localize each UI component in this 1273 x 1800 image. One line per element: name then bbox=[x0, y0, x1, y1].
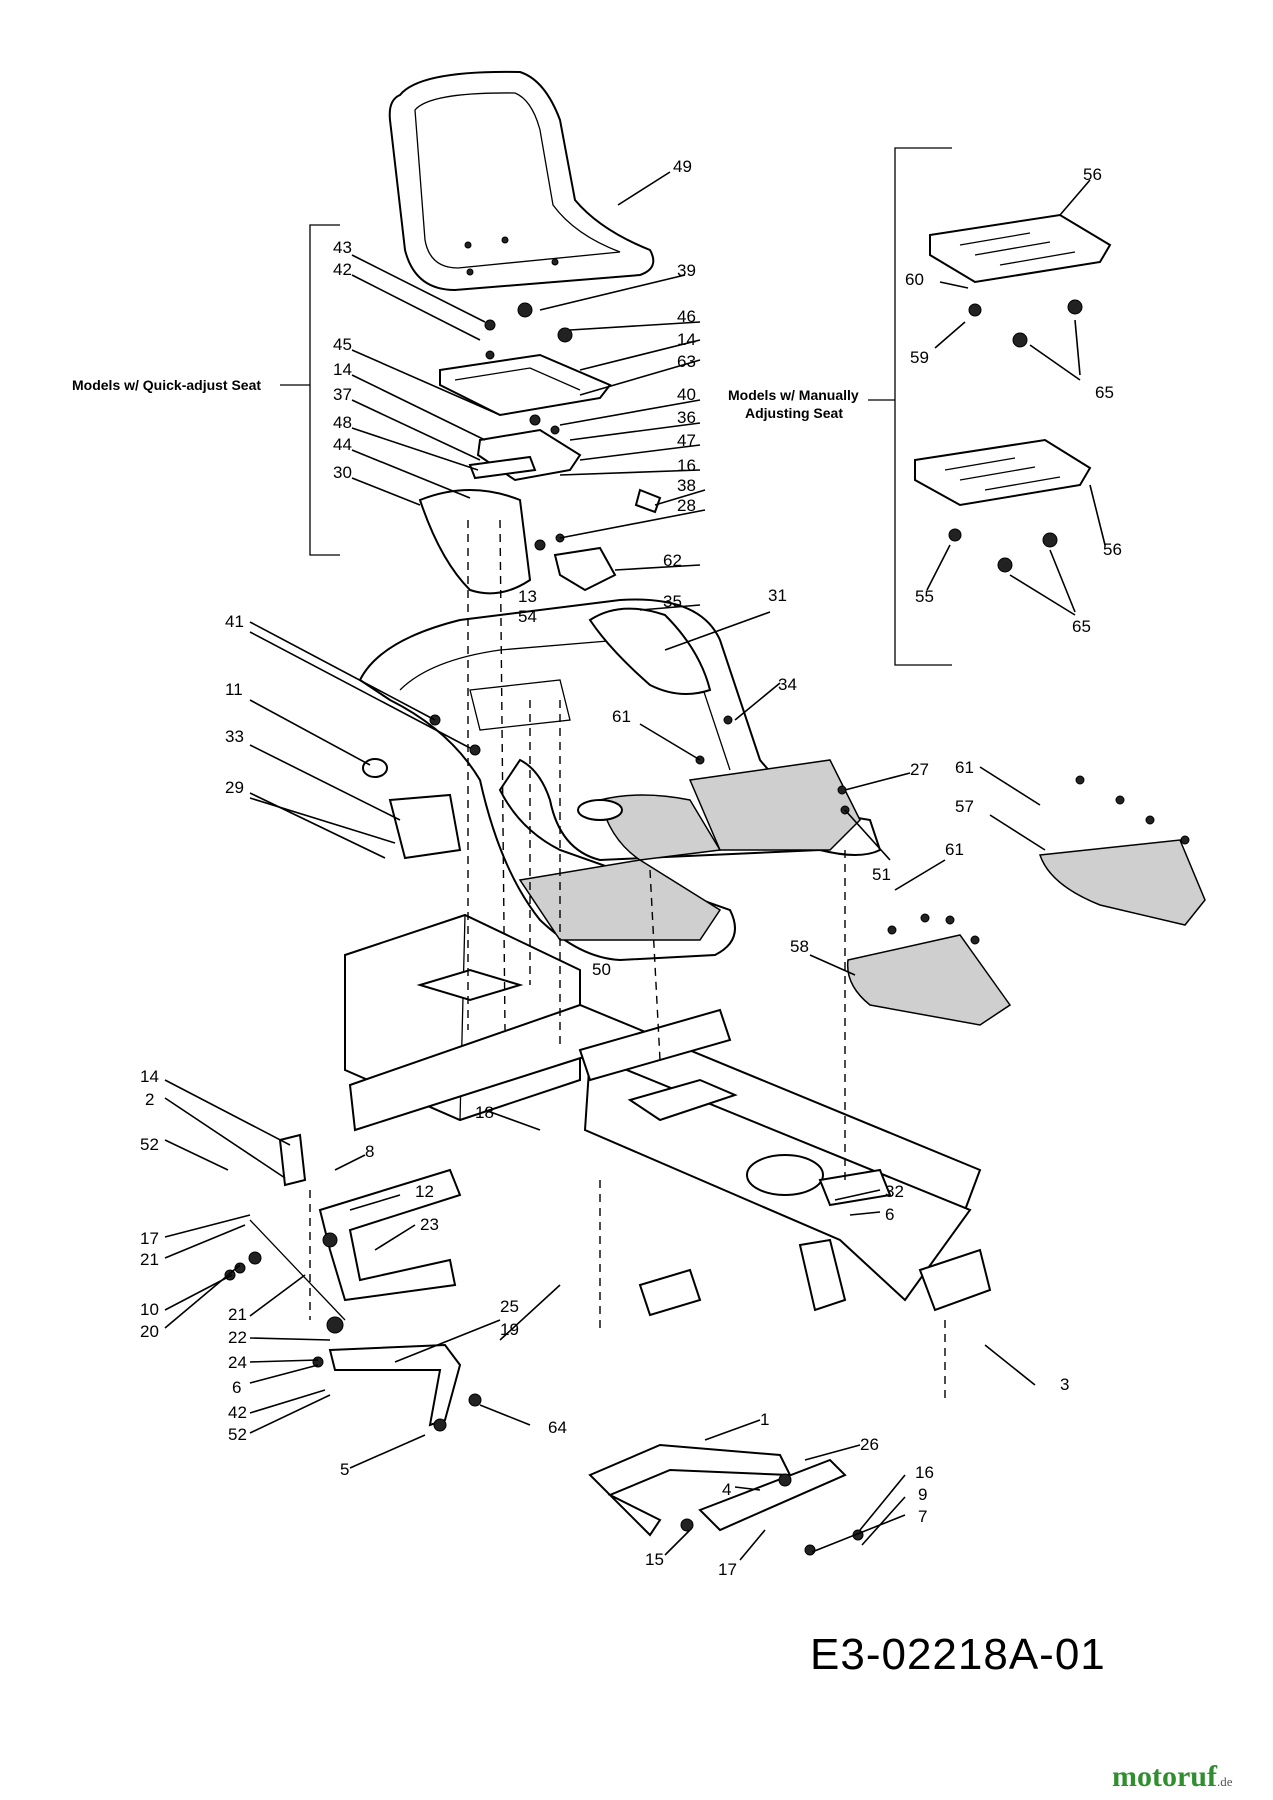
callout-6: 6 bbox=[232, 1378, 241, 1397]
callouts: 49 43 42 39 46 14 63 45 14 37 48 44 30 4… bbox=[140, 157, 1122, 1579]
callout-48: 48 bbox=[333, 413, 352, 432]
callout-6: 6 bbox=[885, 1205, 894, 1224]
callout-43: 43 bbox=[333, 238, 352, 257]
callout-62: 62 bbox=[663, 551, 682, 570]
callout-12: 12 bbox=[415, 1182, 434, 1201]
watermark-tld: .de bbox=[1216, 1774, 1233, 1789]
callout-9: 9 bbox=[918, 1485, 927, 1504]
callout-17: 17 bbox=[140, 1229, 159, 1248]
callout-45: 45 bbox=[333, 335, 352, 354]
callout-55: 55 bbox=[915, 587, 934, 606]
callout-14: 14 bbox=[333, 360, 352, 379]
callout-4: 4 bbox=[722, 1480, 731, 1499]
callout-60: 60 bbox=[905, 270, 924, 289]
alignment-lines bbox=[309, 519, 946, 1400]
callout-16: 16 bbox=[915, 1463, 934, 1482]
callout-51: 51 bbox=[872, 865, 891, 884]
diagram-code: E3-02218A-01 bbox=[810, 1630, 1106, 1679]
callout-42: 42 bbox=[228, 1403, 247, 1422]
callout-59: 59 bbox=[910, 348, 929, 367]
callout-61: 61 bbox=[612, 707, 631, 726]
callout-44: 44 bbox=[333, 435, 352, 454]
callout-56: 56 bbox=[1103, 540, 1122, 559]
callout-2: 2 bbox=[145, 1090, 154, 1109]
callout-58: 58 bbox=[790, 937, 809, 956]
callout-33: 33 bbox=[225, 727, 244, 746]
callout-15: 15 bbox=[645, 1550, 664, 1569]
foot-bracket bbox=[588, 1443, 864, 1556]
callout-14: 14 bbox=[677, 330, 696, 349]
callout-25: 25 bbox=[500, 1297, 519, 1316]
callout-49: 49 bbox=[673, 157, 692, 176]
callout-65: 65 bbox=[1095, 383, 1114, 402]
callout-27: 27 bbox=[910, 760, 929, 779]
frame bbox=[344, 913, 992, 1317]
callout-17: 17 bbox=[718, 1560, 737, 1579]
callout-13: 13 bbox=[518, 587, 537, 606]
callout-10: 10 bbox=[140, 1300, 159, 1319]
callout-20: 20 bbox=[140, 1322, 159, 1341]
callout-41: 41 bbox=[225, 612, 244, 631]
callout-28: 28 bbox=[677, 496, 696, 515]
callout-8: 8 bbox=[365, 1142, 374, 1161]
callout-52: 52 bbox=[140, 1135, 159, 1154]
fender-body bbox=[358, 489, 882, 962]
callout-64: 64 bbox=[548, 1418, 567, 1437]
callout-31: 31 bbox=[768, 586, 787, 605]
callout-47: 47 bbox=[677, 431, 696, 450]
callout-46: 46 bbox=[677, 307, 696, 326]
callout-29: 29 bbox=[225, 778, 244, 797]
callout-14: 14 bbox=[140, 1067, 159, 1086]
callout-61: 61 bbox=[955, 758, 974, 777]
callout-30: 30 bbox=[333, 463, 352, 482]
note-manually-adjusting-line1: Models w/ Manually bbox=[728, 387, 859, 403]
callout-32: 32 bbox=[885, 1182, 904, 1201]
callout-54: 54 bbox=[518, 607, 537, 626]
callout-65: 65 bbox=[1072, 617, 1091, 636]
callout-50: 50 bbox=[592, 960, 611, 979]
callout-21: 21 bbox=[140, 1250, 159, 1269]
callout-7: 7 bbox=[918, 1507, 927, 1526]
callout-40: 40 bbox=[677, 385, 696, 404]
callout-19: 19 bbox=[500, 1320, 519, 1339]
callout-3: 3 bbox=[1060, 1375, 1069, 1394]
callout-5: 5 bbox=[340, 1460, 349, 1479]
callout-11: 11 bbox=[225, 680, 243, 699]
callout-21: 21 bbox=[228, 1305, 247, 1324]
foot-pads bbox=[846, 775, 1206, 1026]
callout-23: 23 bbox=[420, 1215, 439, 1234]
callout-24: 24 bbox=[228, 1353, 247, 1372]
callout-63: 63 bbox=[677, 352, 696, 371]
leader-lines bbox=[164, 171, 1106, 1561]
watermark-main: motoruf bbox=[1112, 1760, 1217, 1793]
callout-36: 36 bbox=[677, 408, 696, 427]
note-quick-adjust-seat: Models w/ Quick-adjust Seat bbox=[72, 377, 261, 393]
seat-bracket-assembly bbox=[439, 302, 662, 592]
callout-52: 52 bbox=[228, 1425, 247, 1444]
linkage-left bbox=[224, 1133, 482, 1432]
callout-26: 26 bbox=[860, 1435, 879, 1454]
callout-39: 39 bbox=[677, 261, 696, 280]
callout-35: 35 bbox=[663, 592, 682, 611]
seat bbox=[388, 70, 655, 292]
callout-57: 57 bbox=[955, 797, 974, 816]
variant-brackets bbox=[280, 147, 952, 666]
note-manually-adjusting-line2: Adjusting Seat bbox=[745, 405, 843, 421]
callout-38: 38 bbox=[677, 476, 696, 495]
callout-1: 1 bbox=[760, 1410, 769, 1429]
manual-seat-plates bbox=[914, 213, 1112, 573]
callout-61: 61 bbox=[945, 840, 964, 859]
callout-18: 18 bbox=[475, 1103, 494, 1122]
watermark-logo: motoruf.de bbox=[1112, 1760, 1233, 1794]
callout-34: 34 bbox=[778, 675, 797, 694]
callout-37: 37 bbox=[333, 385, 352, 404]
callout-16: 16 bbox=[677, 456, 696, 475]
callout-42: 42 bbox=[333, 260, 352, 279]
callout-56: 56 bbox=[1083, 165, 1102, 184]
callout-22: 22 bbox=[228, 1328, 247, 1347]
